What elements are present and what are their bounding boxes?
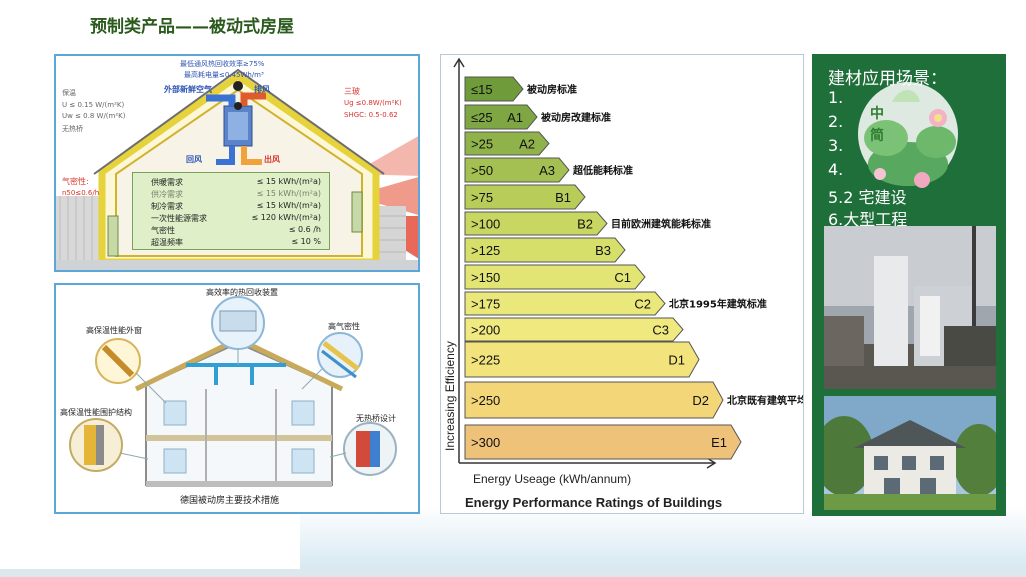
rating-bar: [464, 184, 586, 210]
bar-range-label: >175: [471, 297, 500, 312]
lotus-watermark-icon: 中 简: [858, 82, 958, 188]
bar-standard-note: 北京1995年建筑标准: [669, 298, 767, 311]
rating-bar: [464, 157, 570, 183]
bar-range-label: >75: [471, 190, 493, 205]
rating-bar: [464, 291, 666, 316]
exhaust-label: 排风: [254, 85, 270, 94]
bar-standard-note: 超低能耗标准: [572, 164, 633, 177]
insulated-windows-label: 高保温性能外窗: [86, 326, 142, 335]
bar-grade-label: A2: [519, 137, 535, 152]
bar-range-label: >25: [471, 137, 493, 152]
rating-bar: [464, 131, 550, 156]
technical-measures-diagram: 高效率的热回收装置 高保温性能外窗 高气密性 高保温性能围护结构 无热桥设计 德…: [54, 283, 420, 514]
rating-bar: [464, 211, 608, 236]
bar-grade-label: A1: [507, 110, 523, 125]
scenario-item: 3.: [828, 136, 844, 155]
bar-grade-label: A3: [539, 163, 555, 178]
energy-rating-chart: Increasing Efficiency Energy Useage (kWh…: [440, 54, 804, 514]
airtightness-title: 气密性:: [62, 177, 89, 186]
x-axis-arrow: [706, 457, 717, 469]
power-consumption-label: 最高耗电量≤0.45Wh/m³: [184, 71, 264, 79]
rating-bar: [464, 341, 700, 378]
requirement-row: 供暖需求≤ 15 kWh/(m²a): [151, 177, 321, 187]
rating-bar: [464, 381, 724, 419]
energy-rating-chart-svg: Increasing Efficiency Energy Useage (kWh…: [443, 57, 804, 510]
y-axis-label: Increasing Efficiency: [443, 341, 457, 451]
bar-grade-label: C1: [614, 270, 631, 285]
requirement-row: 制冷需求≤ 15 kWh/(m²a): [151, 201, 321, 211]
background-footer-strip: [0, 569, 1026, 577]
heat-recovery-efficiency-label: 最低通风热回收效率≥75%: [180, 60, 265, 68]
rating-bar: [464, 264, 646, 290]
bar-range-label: >150: [471, 270, 500, 285]
insulation-title: 保温: [62, 89, 76, 97]
glazing-u-value: Ug ≤0.8W/(m²K): [344, 99, 402, 107]
bar-standard-note: 北京既有建筑平均能耗: [727, 394, 804, 407]
bar-range-label: >200: [471, 323, 500, 338]
supply-air-label: 出风: [264, 155, 280, 164]
bar-grade-label: C3: [652, 323, 669, 338]
bar-range-label: >250: [471, 393, 500, 408]
y-axis-arrow: [453, 57, 465, 68]
watermark-character: 中: [870, 105, 884, 122]
background-wave: [300, 505, 1026, 577]
thermal-bridge-free-label: 无热桥设计: [356, 414, 396, 423]
chart-title: Energy Performance Ratings of Buildings: [465, 495, 722, 510]
rating-bar: [464, 237, 626, 263]
shgc-value: SHGC: 0.5-0.62: [344, 111, 398, 119]
n50-value: n50≤0.6/h: [62, 189, 100, 197]
bar-grade-label: B2: [577, 217, 593, 232]
return-air-label: 回风: [186, 155, 202, 164]
bar-standard-note: 目前欧洲建筑能耗标准: [611, 218, 711, 231]
rating-bar: [464, 104, 538, 130]
bar-range-label: >50: [471, 163, 493, 178]
rating-bar: [464, 317, 684, 342]
bar-grade-label: D1: [668, 353, 685, 368]
requirement-row: 气密性≤ 0.6 /h: [151, 225, 321, 235]
heat-recovery-label: 高效率的热回收装置: [206, 288, 278, 297]
villa-photo: [824, 396, 996, 510]
application-scenarios-panel: 建材应用场景： 1. 2. 3. 4. 5.2 宅建设 6.大型工程 中 简: [812, 54, 1006, 516]
airtightness-label: 高气密性: [328, 322, 360, 331]
scenario-item: 1.: [828, 88, 844, 107]
requirements-table: 供暖需求≤ 15 kWh/(m²a) 供冷需求≤ 15 kWh/(m²a) 制冷…: [132, 172, 330, 250]
scenario-item: 5.2 宅建设: [828, 188, 907, 207]
bar-range-label: ≤25: [471, 110, 493, 125]
triple-glazing-title: 三玻: [344, 87, 360, 96]
watermark-character: 简: [870, 127, 884, 144]
bar-grade-label: C2: [634, 297, 651, 312]
requirement-row: 供冷需求≤ 15 kWh/(m²a): [151, 189, 321, 199]
wall-u-value: U ≤ 0.15 W/(m²K): [62, 101, 125, 109]
technical-measures-caption: 德国被动房主要技术措施: [180, 496, 280, 506]
window-u-value: Uw ≤ 0.8 W/(m²K): [62, 112, 126, 120]
rating-bar: [464, 424, 742, 460]
scenario-item: 4.: [828, 160, 844, 179]
insulated-envelope-label: 高保温性能围护结构: [60, 408, 132, 417]
bar-standard-note: 被动房标准: [527, 83, 577, 96]
fresh-air-label: 外部新鲜空气: [164, 85, 212, 94]
passive-house-diagram: 最低通风热回收效率≥75% 最高耗电量≤0.45Wh/m³ 外部新鲜空气 排风 …: [54, 54, 420, 272]
construction-site-photo: [824, 226, 996, 389]
bar-standard-note: 被动房改建标准: [541, 111, 611, 124]
bar-grade-label: B1: [555, 190, 571, 205]
rating-bar: [464, 76, 524, 102]
requirement-row: 一次性能源需求≤ 120 kWh/(m²a): [151, 213, 321, 223]
scenario-item: 2.: [828, 112, 844, 131]
slide-title: 预制类产品——被动式房屋: [90, 17, 294, 37]
technical-measures-drawing: [69, 296, 397, 487]
no-thermal-bridge-label: 无热桥: [62, 125, 83, 133]
bar-range-label: ≤15: [471, 82, 493, 97]
requirement-row: 超温频率≤ 10 %: [151, 237, 321, 247]
bar-grade-label: D2: [692, 393, 709, 408]
scenario-item: 6.大型工程: [828, 210, 908, 229]
bar-range-label: >125: [471, 243, 500, 258]
x-axis-label: Energy Useage (kWh/annum): [473, 472, 631, 486]
bar-grade-label: E1: [711, 435, 727, 450]
bar-range-label: >100: [471, 217, 500, 232]
bar-range-label: >225: [471, 353, 500, 368]
bar-grade-label: B3: [595, 243, 611, 258]
bar-range-label: >300: [471, 435, 500, 450]
